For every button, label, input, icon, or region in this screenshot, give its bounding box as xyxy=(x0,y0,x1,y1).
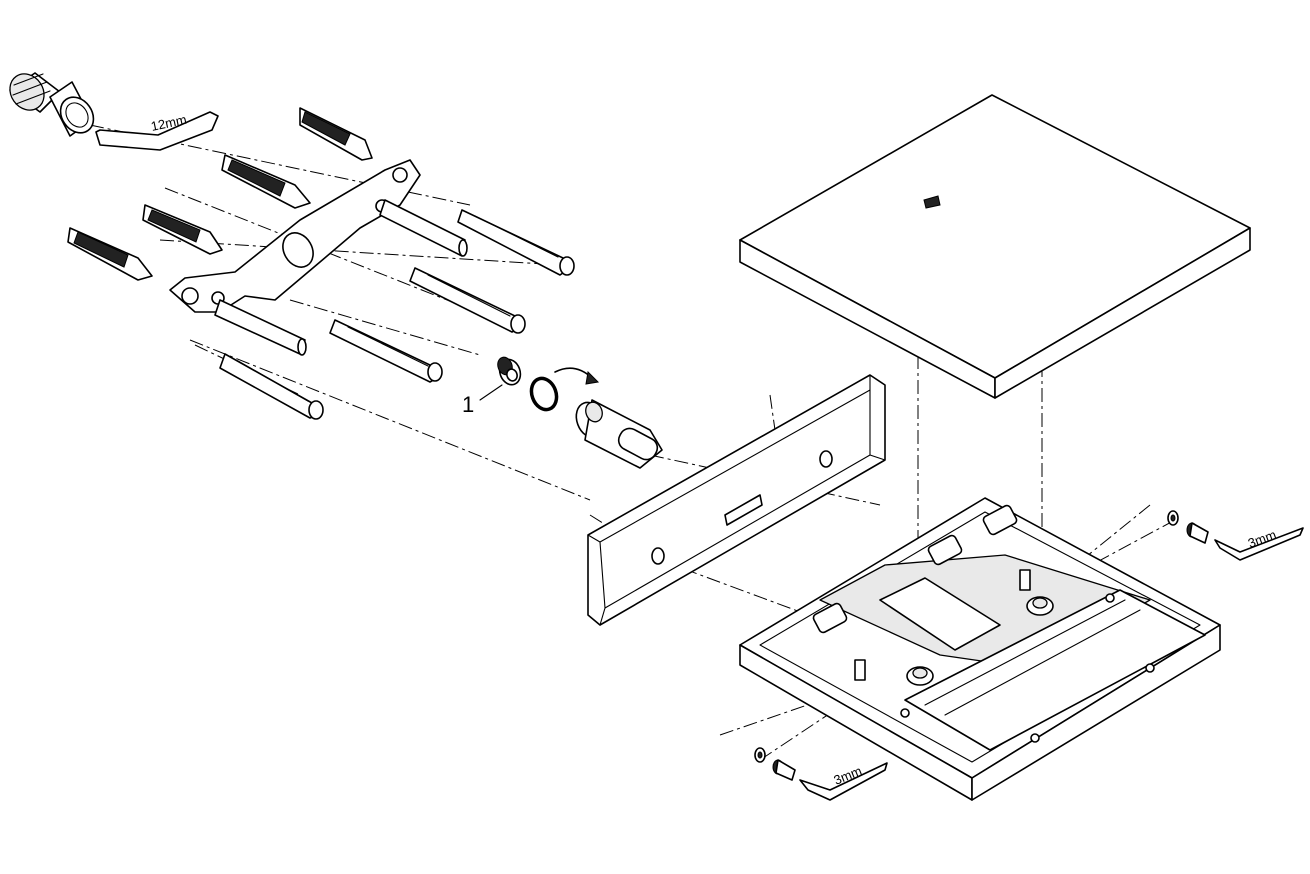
base-housing xyxy=(739,497,1221,801)
o-ring xyxy=(529,376,559,412)
check-valve-part xyxy=(497,356,522,386)
brand-logo-mark xyxy=(923,195,941,209)
hex-key-3mm-right: 3mm xyxy=(1214,527,1304,561)
bracket-pin xyxy=(214,299,307,356)
screw xyxy=(329,319,443,383)
connector-sleeve xyxy=(49,81,95,137)
washer xyxy=(1167,510,1179,526)
hex-key-12mm: 12mm xyxy=(95,111,219,151)
screw xyxy=(457,209,575,276)
cartridge xyxy=(575,399,663,469)
rotation-arrow-icon xyxy=(554,367,600,385)
wall-anchor xyxy=(142,204,223,255)
washer xyxy=(754,747,766,763)
wall-anchor xyxy=(67,227,153,281)
connector-nut xyxy=(9,72,61,113)
cover-plate xyxy=(739,94,1251,399)
screw xyxy=(219,353,324,420)
hex-key-3mm-bottom: 3mm xyxy=(799,762,888,801)
bracket-pin xyxy=(379,199,468,257)
set-screw xyxy=(772,759,796,781)
trim-plate xyxy=(587,374,886,626)
part-number-label: 1 xyxy=(462,392,474,417)
screw xyxy=(409,267,526,334)
wall-anchor xyxy=(221,154,311,209)
set-screw xyxy=(1186,522,1209,544)
part-leader-line xyxy=(479,384,503,401)
wall-anchor xyxy=(299,107,373,161)
hex-key-12mm-label: 12mm xyxy=(150,112,188,134)
